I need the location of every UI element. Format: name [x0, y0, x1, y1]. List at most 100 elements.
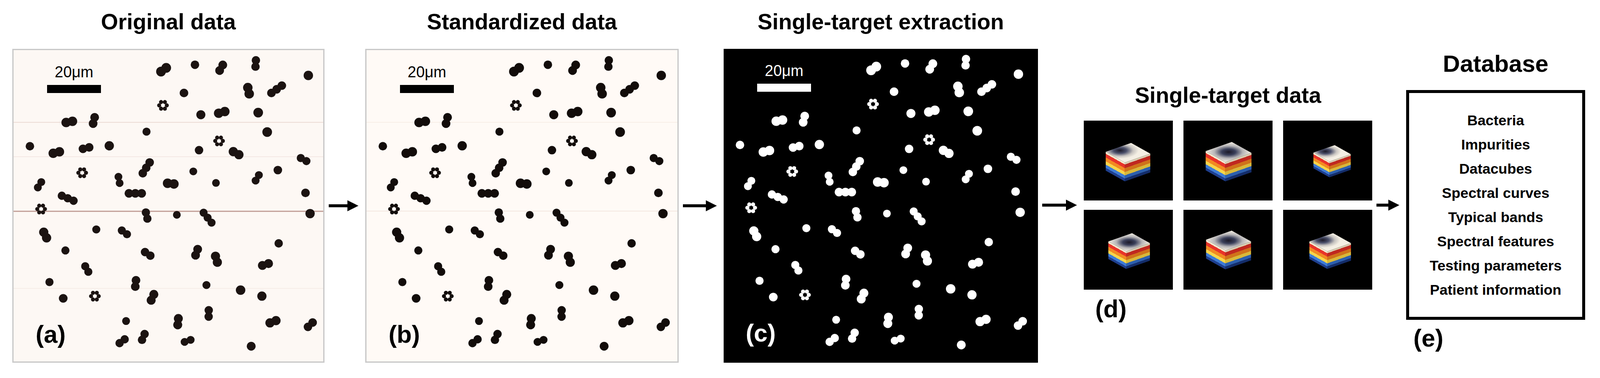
bacterium-blob: [1011, 187, 1020, 196]
database-item: Spectral curves: [1441, 180, 1550, 205]
bacterium-blob: [588, 285, 599, 295]
datacube-symbol: [1108, 232, 1150, 269]
bacterium-blob: [390, 203, 395, 208]
bacterium-blob: [191, 250, 201, 260]
bacterium-blob: [251, 176, 260, 185]
bacterium-blob: [515, 106, 521, 111]
bacterium-blob: [33, 183, 42, 192]
bacterium-blob: [213, 108, 224, 118]
bacterium-blob: [398, 277, 407, 286]
bacterium-blob: [735, 140, 745, 149]
scale-label: 20μm: [39, 62, 109, 82]
bacterium-blob: [1012, 155, 1021, 164]
bacterium-blob: [944, 148, 954, 158]
bacterium-blob: [889, 87, 899, 96]
bacterium-blob: [532, 88, 542, 98]
bacterium-blob: [599, 341, 609, 351]
bacterium-blob: [620, 88, 629, 98]
bacterium-blob: [394, 209, 399, 215]
bacterium-blob: [791, 172, 797, 177]
panel-background: [723, 48, 1038, 363]
bacterium-blob: [301, 188, 310, 197]
bacterium-blob: [123, 229, 132, 238]
bacterium-blob: [856, 293, 866, 303]
flow-arrow: [1042, 199, 1077, 211]
bacterium-blob: [912, 279, 921, 288]
bacterium-blob: [443, 290, 448, 295]
bacterium-blob: [848, 167, 858, 177]
database-item: Patient information: [1429, 277, 1562, 302]
bacterium-blob: [156, 66, 166, 77]
database-item: Typical bands: [1448, 204, 1544, 230]
bacterium-blob: [189, 167, 198, 175]
bacterium-blob: [567, 66, 577, 76]
bacterium-blob: [543, 60, 553, 69]
tile-background: [1183, 120, 1273, 201]
bacterium-blob: [983, 164, 993, 173]
bacterium-blob: [872, 105, 878, 110]
bacterium-blob: [1015, 207, 1025, 217]
bacterium-blob: [92, 225, 101, 234]
bacterium-blob: [81, 167, 87, 172]
bacterium-blob: [1013, 69, 1024, 79]
bacterium-blob: [414, 246, 423, 255]
bacterium-blob: [215, 135, 220, 140]
bacterium-blob: [904, 144, 914, 154]
bacterium-blob: [196, 109, 206, 119]
datacube-symbol: [1205, 141, 1252, 182]
flow-arrow: [682, 200, 717, 212]
database-item: Spectral features: [1437, 229, 1555, 254]
tile-illustration: [1083, 120, 1373, 290]
panel-letter: (e): [1413, 324, 1444, 352]
bacterium-blob: [78, 167, 83, 172]
bacterium-blob: [496, 214, 505, 223]
bacterium-blob: [244, 89, 254, 99]
bacterium-blob: [615, 127, 626, 138]
tile-background: [1283, 120, 1373, 201]
bacterium-blob: [744, 181, 753, 191]
image-panel: Standardized data20μm(b): [365, 48, 679, 363]
bacterium-blob: [511, 100, 517, 105]
bacterium-blob: [560, 218, 569, 227]
bacterium-blob: [437, 267, 446, 276]
bacterium-blob: [832, 315, 841, 324]
panel-title: Single-target extraction: [757, 8, 1005, 35]
flow-arrow: [1376, 199, 1400, 211]
scale-bar: [757, 83, 812, 92]
bacterium-blob: [457, 140, 468, 151]
database-item: Datacubes: [1459, 156, 1533, 181]
bacterium-blob: [498, 251, 508, 260]
bacterium-blob: [61, 117, 71, 127]
bacterium-blob: [137, 335, 147, 344]
bacterium-blob: [115, 338, 124, 347]
bacterium-blob: [587, 149, 597, 160]
micrograph-illustration: [13, 50, 324, 361]
bacterium-blob: [434, 173, 440, 179]
bacterium-blob: [447, 296, 452, 302]
bacterium-blob: [571, 135, 577, 140]
bacterium-blob: [94, 290, 99, 295]
scale-label: 20μm: [749, 61, 819, 81]
bacterium-blob: [303, 70, 314, 81]
bacterium-blob: [610, 260, 620, 270]
bacterium-blob: [890, 336, 899, 345]
bacterium-blob: [475, 316, 484, 325]
bacterium-blob: [627, 238, 636, 248]
bacterium-blob: [800, 289, 806, 294]
bacterium-blob: [928, 140, 934, 146]
bacterium-blob: [883, 318, 893, 328]
bacterium-blob: [923, 256, 933, 266]
bacterium-blob: [204, 312, 213, 321]
panel-letter: (d): [1095, 294, 1127, 322]
bacterium-blob: [656, 322, 666, 331]
scale-bar: [400, 84, 454, 93]
bacterium-blob: [138, 168, 148, 178]
bacterium-blob: [69, 196, 79, 205]
bacterium-blob: [131, 282, 140, 291]
mask-panel: Single-target extraction20μm(c): [723, 48, 1038, 363]
panel-letter: (c): [745, 318, 776, 347]
bacterium-blob: [434, 167, 440, 172]
bacterium-blob: [218, 135, 224, 140]
bacterium-blob: [866, 65, 876, 76]
